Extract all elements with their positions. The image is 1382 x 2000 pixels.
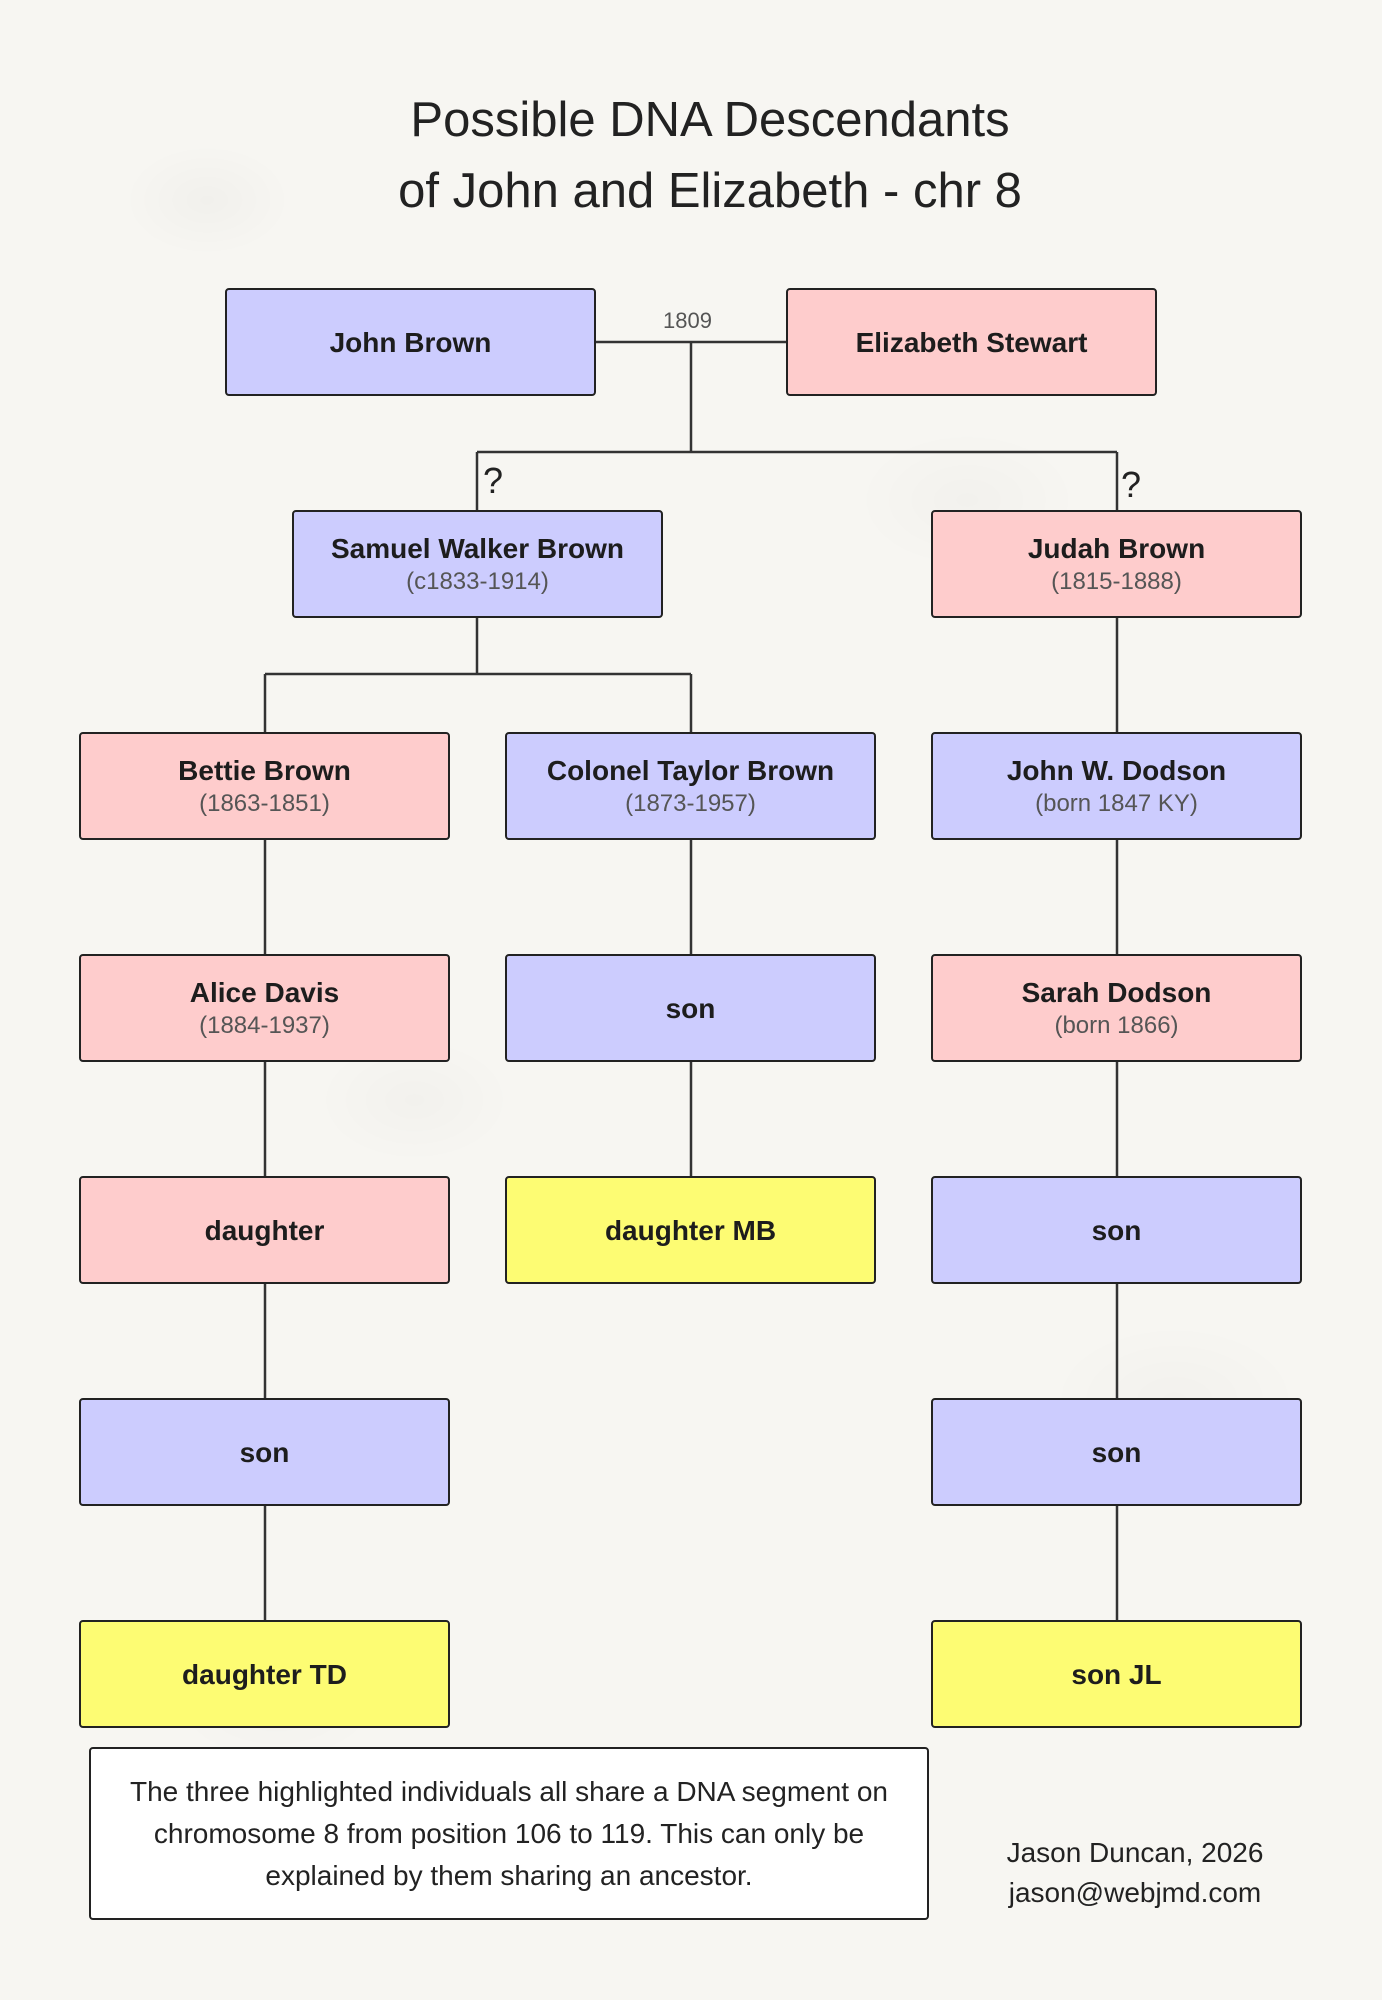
person-samuel-walker-brown[interactable]: Samuel Walker Brown (c1833-1914) [292,510,663,618]
person-judah-brown[interactable]: Judah Brown (1815-1888) [931,510,1302,618]
uncertain-mark-samuel: ? [483,460,504,501]
chart-title-line-1: Possible DNA Descendants [410,93,1010,147]
person-name: son JL [1071,1658,1162,1690]
person-john-w-dodson[interactable]: John W. Dodson (born 1847 KY) [931,732,1302,840]
uncertain-mark-judah: ? [1121,464,1142,505]
person-name: Alice Davis [189,976,340,1008]
person-dates: (born 1847 KY) [1035,789,1198,817]
person-elizabeth-stewart[interactable]: Elizabeth Stewart [786,288,1157,396]
person-alice-davis[interactable]: Alice Davis (1884-1937) [79,954,450,1062]
person-sarah-dodson[interactable]: Sarah Dodson (born 1866) [931,954,1302,1062]
credit-email[interactable]: jason@webjmd.com [1008,1877,1262,1908]
person-son-of-sarah[interactable]: son [931,1176,1302,1284]
person-name: Bettie Brown [178,754,351,786]
person-daughter-of-alice[interactable]: daughter [79,1176,450,1284]
person-name: John W. Dodson [1006,754,1227,786]
person-dates: (born 1866) [1054,1011,1179,1039]
person-name: daughter [204,1214,325,1246]
person-son-of-daughter[interactable]: son [79,1398,450,1506]
chart-title-line-2: of John and Elizabeth - chr 8 [398,164,1022,218]
person-john-brown[interactable]: John Brown [225,288,596,396]
person-name: son [1091,1436,1142,1468]
person-name: son [239,1436,290,1468]
person-son-jl[interactable]: son JL [931,1620,1302,1728]
person-name: son [665,992,716,1024]
person-daughter-mb[interactable]: daughter MB [505,1176,876,1284]
credit-author: Jason Duncan, 2026 [1006,1837,1264,1868]
person-name: daughter MB [604,1214,777,1246]
person-grandson-of-sarah[interactable]: son [931,1398,1302,1506]
person-name: Colonel Taylor Brown [546,754,835,786]
person-colonel-taylor-brown[interactable]: Colonel Taylor Brown (1873-1957) [505,732,876,840]
person-name: Samuel Walker Brown [330,532,625,564]
person-bettie-brown[interactable]: Bettie Brown (1863-1851) [79,732,450,840]
person-dates: (1863-1851) [199,789,330,817]
marriage-year: 1809 [663,308,712,333]
person-name: Elizabeth Stewart [855,326,1088,358]
person-dates: (1884-1937) [199,1011,330,1039]
note-box: The three highlighted individuals all sh… [89,1747,929,1920]
note-text: The three highlighted individuals all sh… [129,1775,888,1891]
person-dates: (1815-1888) [1051,567,1182,595]
person-son-of-taylor[interactable]: son [505,954,876,1062]
person-daughter-td[interactable]: daughter TD [79,1620,450,1728]
person-name: daughter TD [182,1658,347,1690]
person-name: son [1091,1214,1142,1246]
person-dates: (1873-1957) [625,789,756,817]
person-name: John Brown [329,326,492,358]
person-dates: (c1833-1914) [406,567,549,595]
person-name: Sarah Dodson [1021,976,1212,1008]
person-name: Judah Brown [1027,532,1206,564]
